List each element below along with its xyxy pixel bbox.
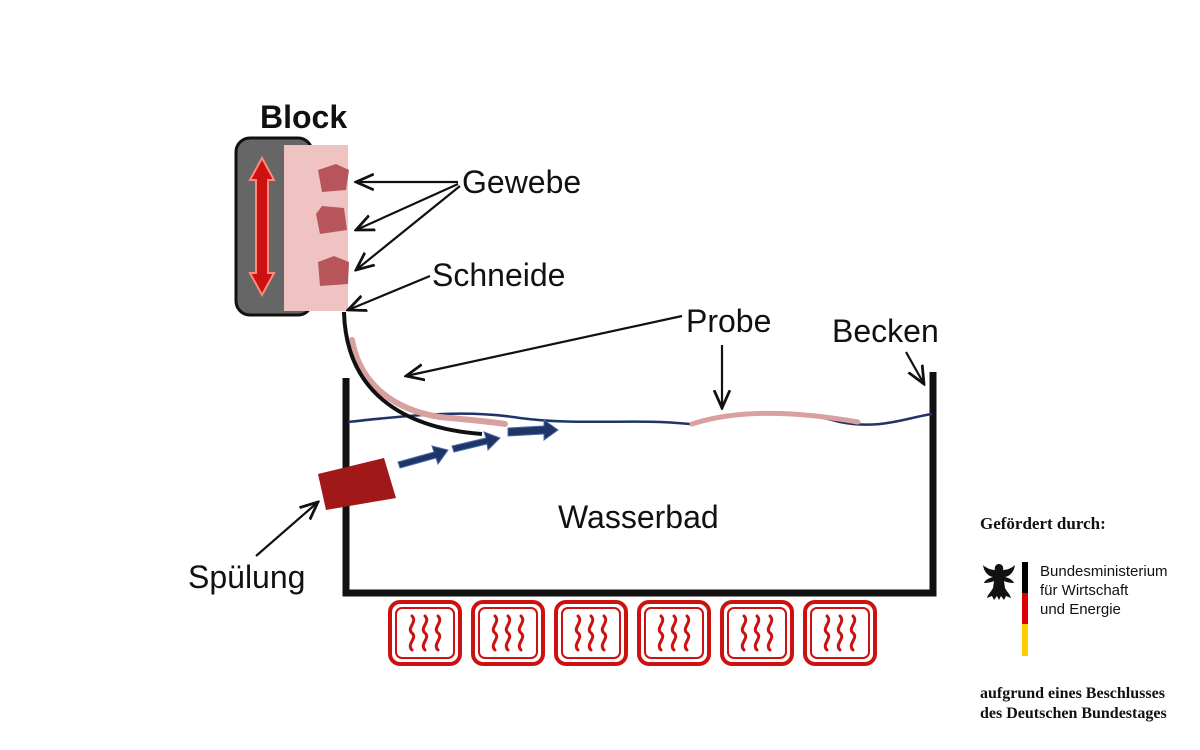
heater-icon <box>554 600 628 666</box>
movement-arrow-icon <box>248 155 276 298</box>
becken-arrow <box>905 351 924 384</box>
sample-section <box>349 337 508 427</box>
label-block: Block <box>260 99 347 135</box>
federal-eagle-icon <box>983 564 1015 600</box>
blade <box>342 311 483 436</box>
heater-row <box>388 600 877 666</box>
heater-icon <box>388 600 462 666</box>
label-wasserbad: Wasserbad <box>558 499 719 535</box>
sponsor-footer-line: aufgrund eines Beschlusses <box>980 685 1165 702</box>
tissue-piece <box>318 164 349 192</box>
gewebe-arrow <box>356 182 459 230</box>
flow-arrow <box>397 445 449 469</box>
heater-icon <box>720 600 794 666</box>
label-spuelung: Spülung <box>188 559 305 595</box>
gewebe-arrow <box>356 185 461 270</box>
probe-arrow <box>406 314 683 376</box>
heater-icon <box>637 600 711 666</box>
pointer-arrows <box>255 182 924 557</box>
label-schneide: Schneide <box>432 257 565 293</box>
label-becken: Becken <box>832 313 939 349</box>
heater-icon <box>471 600 545 666</box>
label-probe: Probe <box>686 303 771 339</box>
ministry-line: und Energie <box>1040 601 1121 618</box>
flow-arrows <box>397 419 559 469</box>
sponsor-footer: aufgrund eines Beschlusses des Deutschen… <box>980 684 1167 724</box>
flag-stripe <box>1022 562 1028 656</box>
flow-arrow <box>507 419 559 441</box>
tissue-piece <box>318 256 349 286</box>
flow-arrow <box>451 431 501 453</box>
sponsor-footer-line: des Deutschen Bundestages <box>980 705 1167 722</box>
block-holder <box>234 136 349 317</box>
water-surface <box>347 411 933 426</box>
rinse-nozzle <box>318 458 396 510</box>
ministry-line: Bundesministerium <box>1040 563 1168 580</box>
spuelung-arrow <box>255 502 318 557</box>
basin <box>342 372 937 597</box>
ministry-name: Bundesministerium für Wirtschaft und Ene… <box>1040 562 1168 619</box>
label-gewebe: Gewebe <box>462 164 581 200</box>
tissue-piece <box>316 206 347 234</box>
schneide-arrow <box>348 274 431 310</box>
sponsor-heading: Gefördert durch: <box>980 514 1106 533</box>
sample-section <box>689 410 861 427</box>
ministry-line: für Wirtschaft <box>1040 582 1129 599</box>
heater-icon <box>803 600 877 666</box>
